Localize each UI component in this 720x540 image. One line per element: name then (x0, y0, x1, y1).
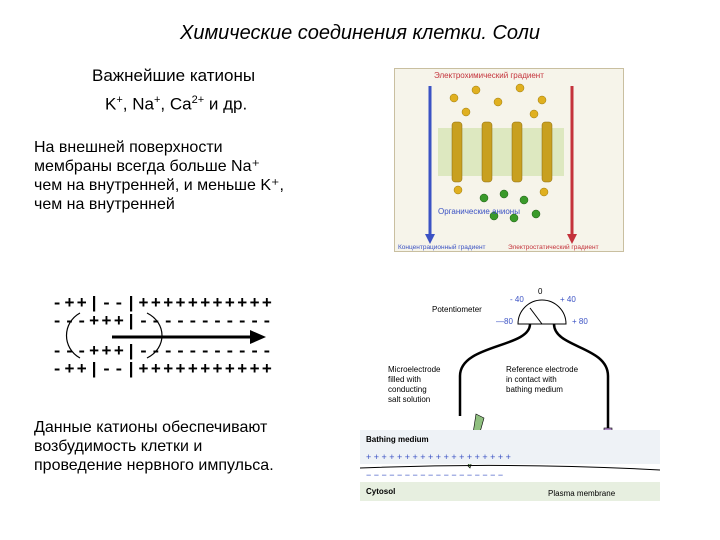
potentiometer-figure: Potentiometer 0 - 40 + 40 —80 + 80 Micro… (360, 287, 660, 501)
cytosol-label: Cytosol (366, 487, 395, 496)
ion-outside (471, 85, 481, 95)
reference-label-1: Reference electrode (506, 365, 579, 374)
microelectrode-label-4: salt solution (388, 395, 430, 404)
membrane-ion-paragraph: На внешней поверхности мембраны всегда б… (34, 139, 284, 213)
concentration-gradient-label: Концентрационный градиент (398, 243, 486, 251)
charge-row-1: -++|--|+++++++++++ (52, 295, 272, 314)
na-symbol: Na (132, 94, 154, 114)
channel-protein (481, 121, 493, 183)
current-loop-right (146, 312, 163, 359)
ion-inside (453, 185, 463, 195)
organic-anion (531, 209, 541, 219)
reference-label-3: bathing medium (506, 385, 563, 394)
channel-protein (511, 121, 523, 183)
reference-label-2: in contact with (506, 375, 557, 384)
bathing-medium-label: Bathing medium (366, 435, 429, 444)
electrochemical-gradient-figure: Электрохимический градиент Органические … (394, 68, 624, 252)
plasma-membrane-label: Plasma membrane (548, 489, 616, 498)
organic-anion (489, 211, 499, 221)
k-symbol: K (105, 94, 117, 114)
current-loop-left (66, 312, 81, 359)
plasma-membrane-line (360, 464, 660, 471)
cations-etc: и др. (208, 94, 248, 114)
cations-heading: Важнейшие катионы (92, 66, 256, 85)
channel-protein (451, 121, 463, 183)
electrostatic-gradient-label: Электростатический градиент (508, 243, 599, 251)
ion-outside (449, 93, 459, 103)
scale-minus-80: —80 (496, 317, 513, 326)
outer-charges: + + + + + + + + + + + + + + + + + + + (366, 452, 511, 462)
bathing-medium (360, 430, 660, 464)
inner-charges: − − − − − − − − − − − − − − − − − − (366, 470, 503, 480)
scale-plus-40: + 40 (560, 295, 576, 304)
na-charge: + (153, 94, 161, 106)
k-charge: + (116, 94, 123, 106)
ion-outside (493, 97, 503, 107)
charge-row-4: -++|--|+++++++++++ (52, 361, 272, 378)
electrostatic-arrow-head (567, 234, 577, 244)
meter-dial (517, 299, 567, 325)
organic-anion (499, 189, 509, 199)
organic-anions-label: Органические анионы (438, 207, 520, 216)
scale-zero: 0 (538, 287, 543, 296)
ion-outside (537, 95, 547, 105)
concentration-arrow-head (425, 234, 435, 244)
channel-protein (541, 121, 553, 183)
charge-row-2: ---+++|----------- (52, 313, 272, 332)
microelectrode-wire (458, 323, 532, 416)
organic-anion (519, 195, 529, 205)
reference-wire (552, 323, 610, 428)
organic-anion (509, 213, 519, 223)
scale-minus-40: - 40 (510, 295, 524, 304)
potentiometer-label: Potentiometer (432, 305, 482, 314)
excitability-paragraph: Данные катионы обеспечивают возбудимость… (34, 419, 274, 474)
cations-list: K+, Na+, Ca2+ и др. (105, 94, 248, 114)
electrochemical-gradient-label: Электрохимический градиент (434, 71, 544, 80)
scale-plus-80: + 80 (572, 317, 588, 326)
ca-symbol: Ca (169, 94, 192, 114)
ion-outside (461, 107, 471, 117)
charge-row-3: ---+++|----------- (52, 343, 272, 362)
microelectrode-label-2: filled with (388, 375, 421, 384)
microelectrode-label-3: conducting (388, 385, 427, 394)
ion-outside (515, 83, 525, 93)
meter-needle (529, 307, 543, 325)
ca-charge: 2+ (191, 94, 205, 106)
organic-anion (479, 193, 489, 203)
microelectrode-label-1: Microelectrode (388, 365, 441, 374)
membrane-charge-diagram: -++|--|+++++++++++ ---+++|----------- --… (52, 295, 272, 378)
impulse-arrow-head (250, 330, 266, 344)
ion-outside (529, 109, 539, 119)
ion-inside (539, 187, 549, 197)
cytosol-region (360, 482, 660, 501)
slide-title: Химические соединения клетки. Соли (180, 22, 540, 44)
